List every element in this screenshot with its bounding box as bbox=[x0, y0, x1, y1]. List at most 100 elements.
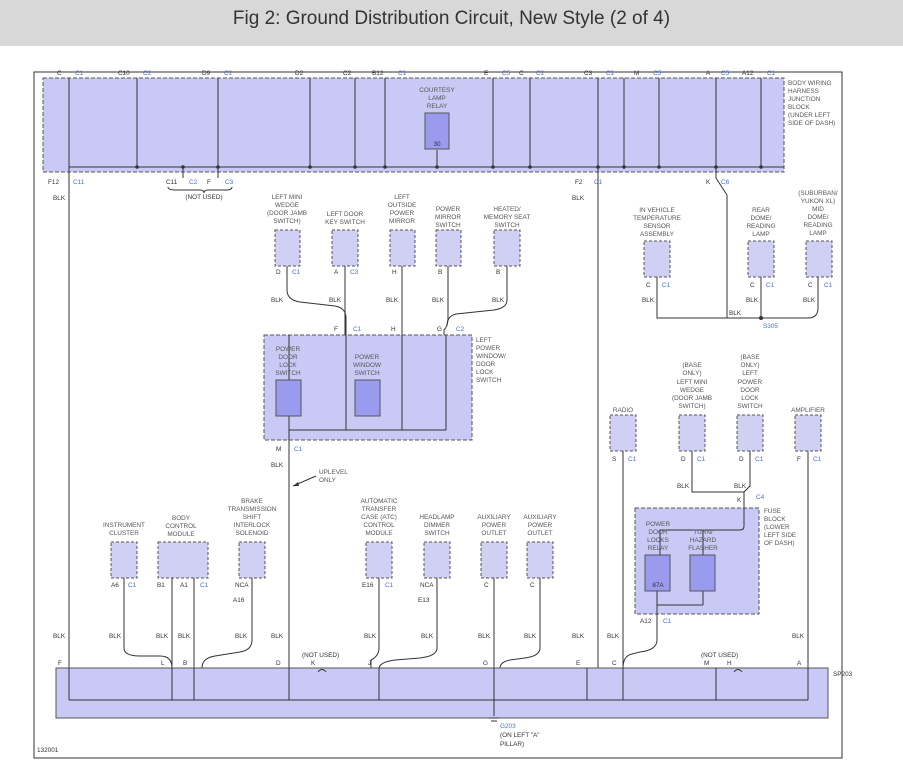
uplevel-label: UPLEVEL bbox=[319, 469, 348, 476]
lc-label: TRANSMISSION bbox=[228, 506, 277, 513]
rc-label: ASSEMBLY bbox=[640, 231, 675, 238]
sp203-pin: E bbox=[576, 660, 580, 667]
upper-comp-conn: C1 bbox=[292, 269, 301, 276]
jb-label-3: JUNCTION bbox=[788, 96, 821, 103]
sp203-label: SP203 bbox=[833, 671, 853, 678]
lc-label: SWITCH bbox=[424, 530, 450, 537]
lc-label: CLUSTER bbox=[109, 530, 139, 537]
jb-top-pin: D9 bbox=[202, 70, 211, 77]
rc-label: LAMP bbox=[752, 231, 769, 238]
lc-pin: E13 bbox=[418, 597, 430, 604]
jb-top-conn: C1 bbox=[398, 70, 407, 77]
jb-bottom-pin: C11 bbox=[166, 179, 178, 186]
lc-label: INTERLOCK bbox=[234, 522, 271, 529]
wl-label: LEFT bbox=[476, 337, 492, 344]
mr-label: LEFT bbox=[742, 370, 758, 377]
jb-top-conn: C5 bbox=[502, 70, 511, 77]
mr-conn: C1 bbox=[813, 456, 822, 463]
rc-label: TEMPERATURE bbox=[633, 215, 681, 222]
jb-top-pin: B12 bbox=[372, 70, 384, 77]
wl-out-pin: M bbox=[276, 446, 281, 453]
junction-dots bbox=[135, 165, 763, 169]
wire-label: BLK bbox=[803, 297, 816, 304]
fb-out-conn: C1 bbox=[663, 618, 672, 625]
rear-dome-reading-lamp: REAR DOME/ READING LAMP C C1 bbox=[746, 207, 775, 289]
mr-label: LEFT MINI bbox=[677, 379, 708, 386]
left-mini-wedge-switch: LEFT MINI WEDGE (DOOR JAMB SWITCH) D C1 bbox=[267, 194, 307, 276]
sp203-pin: F bbox=[58, 660, 62, 667]
wire-label: BLK bbox=[421, 633, 434, 640]
ground-g203: G203 (ON LEFT "A" PILLAR) bbox=[489, 717, 540, 748]
jb-bottom-pin: F bbox=[207, 179, 211, 186]
mr-pin: S bbox=[612, 456, 616, 463]
fb-label: FUSE bbox=[764, 508, 781, 515]
wire-label: BLK bbox=[53, 195, 66, 202]
instrument-cluster: INSTRUMENT CLUSTER A6 C1 bbox=[103, 522, 145, 589]
base-left-mini-wedge-switch: (BASE ONLY) LEFT MINI WEDGE (DOOR JAMB S… bbox=[672, 362, 712, 463]
jb-label-6: SIDE OF DASH) bbox=[788, 120, 835, 127]
lc-label: POWER bbox=[528, 522, 553, 529]
mr-label: POWER bbox=[738, 379, 763, 386]
fb-relay-label: TURN/ bbox=[693, 529, 713, 536]
wire-label: BLK bbox=[178, 633, 191, 640]
rc-label: LAMP bbox=[809, 230, 826, 237]
upper-comp-pin: B bbox=[438, 269, 442, 276]
fb-label: OF DASH) bbox=[764, 540, 795, 547]
lc-pin: E16 bbox=[362, 582, 374, 589]
lc-label: OUTLET bbox=[481, 530, 506, 537]
lc-label: CONTROL bbox=[363, 522, 395, 529]
upper-comp-label: LEFT DOOR bbox=[327, 211, 364, 218]
brake-transmission-shift-interlock-solenoid: BRAKE TRANSMISSION SHIFT INTERLOCK SOLEN… bbox=[228, 498, 277, 604]
relay-terminal: 30 bbox=[433, 141, 441, 148]
wl-label: DOOR bbox=[476, 361, 496, 368]
lc-label: OUTLET bbox=[527, 530, 552, 537]
fb-label: LEFT SIDE bbox=[764, 532, 796, 539]
sp203-pin: J bbox=[368, 660, 371, 667]
sp203-pin: D bbox=[276, 660, 281, 667]
fb-relay-label: FLASHER bbox=[688, 545, 718, 552]
fb-relay-label: DOOR bbox=[648, 529, 668, 536]
lc-label: HEADLAMP bbox=[419, 514, 454, 521]
wl-pin: H bbox=[391, 326, 396, 333]
mr-label: (DOOR JAMB bbox=[672, 395, 712, 402]
ground-sub: (ON LEFT "A" bbox=[500, 732, 540, 739]
jb-top-pin: E bbox=[484, 70, 488, 77]
wire-label: BLK bbox=[53, 633, 66, 640]
mr-pin: D bbox=[739, 456, 744, 463]
lc-conn: C1 bbox=[128, 582, 137, 589]
jb-label-2: HARNESS bbox=[788, 88, 819, 95]
splice-s305: S305 bbox=[763, 323, 778, 330]
lc-label: BODY bbox=[172, 515, 191, 522]
fb-out-pin: A12 bbox=[640, 618, 652, 625]
jb-top-conn: C1 bbox=[767, 70, 776, 77]
jb-bottom-pin: F2 bbox=[575, 179, 583, 186]
jb-top-conn: C5 bbox=[721, 70, 730, 77]
jb-label-5: (UNDER LEFT bbox=[788, 112, 830, 119]
wire-label: BLK bbox=[156, 633, 169, 640]
rc-label: REAR bbox=[752, 207, 770, 214]
wire-label: BLK bbox=[607, 633, 620, 640]
wl-inner-label: DOOR bbox=[278, 354, 298, 361]
upper-comp-pin: A bbox=[334, 269, 339, 276]
headlamp-dimmer-switch: HEADLAMP DIMMER SWITCH NCA E13 bbox=[418, 514, 455, 604]
diagram-frame bbox=[33, 71, 843, 759]
junction-block bbox=[42, 77, 785, 173]
rc-conn: C1 bbox=[824, 282, 833, 289]
fb-relay-label: POWER bbox=[646, 521, 671, 528]
mr-label: AMPLIFIER bbox=[791, 407, 825, 414]
uplevel-label: ONLY bbox=[319, 477, 337, 484]
wire-label: BLK bbox=[271, 297, 284, 304]
wire-label: BLK bbox=[235, 633, 248, 640]
lc-label: BRAKE bbox=[241, 498, 263, 505]
sp203-not-used: (NOT USED) bbox=[302, 652, 339, 659]
mr-conn: C1 bbox=[628, 456, 637, 463]
relay-label-2: LAMP bbox=[428, 95, 445, 102]
lc-pin: A1 bbox=[180, 582, 188, 589]
jb-top-conn: C5 bbox=[653, 70, 662, 77]
wire-label: BLK bbox=[572, 633, 585, 640]
wl-inner-label: LOCK bbox=[279, 362, 297, 369]
left-outside-power-mirror: LEFT OUTSIDE POWER MIRROR H bbox=[388, 194, 416, 276]
fb-relay-label: LOCKS bbox=[647, 537, 669, 544]
jb-bottom-conn: C6 bbox=[721, 179, 730, 186]
